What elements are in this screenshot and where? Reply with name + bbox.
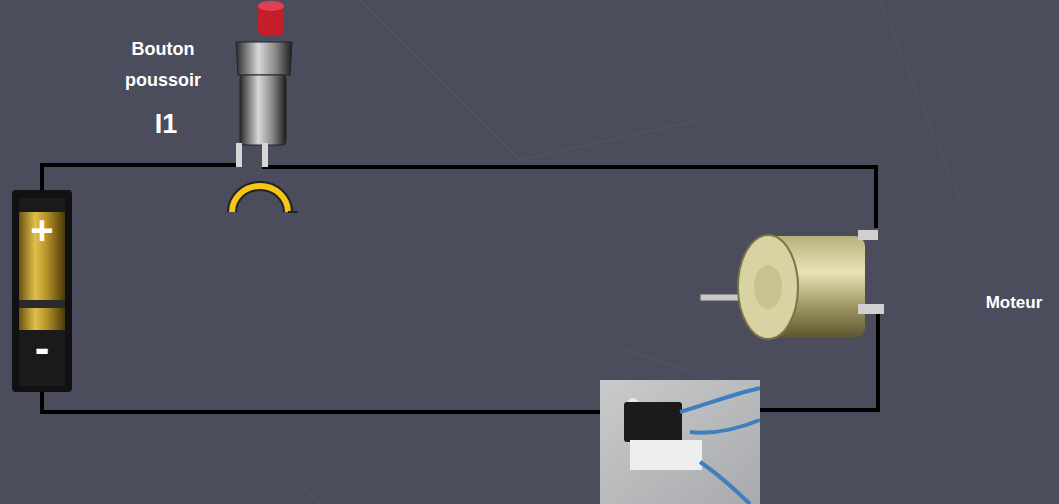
component-label: Moteur [966, 292, 1059, 314]
decor-line [0, 300, 320, 504]
battery-symbol [12, 190, 72, 392]
button-cap [258, 2, 284, 36]
wire [42, 392, 600, 412]
motor-node: Moteur [700, 228, 890, 338]
motor-symbol [700, 230, 884, 339]
arc-outline [232, 186, 288, 212]
button-pin [262, 143, 268, 167]
push-button-symbol [236, 1, 292, 167]
button-cap-top [258, 1, 284, 11]
button-pin [236, 143, 242, 167]
polarity-sign: - [12, 326, 72, 370]
microswitch-photo [600, 380, 760, 504]
switch-body [624, 402, 682, 442]
wires [42, 165, 878, 412]
motor-face [738, 235, 798, 339]
photo-background [600, 380, 760, 504]
wire-connector [42, 165, 228, 190]
button-body [240, 75, 286, 145]
decor-line [360, 0, 700, 160]
component-label: Bouton poussoir [108, 34, 218, 96]
motor-terminal [858, 230, 878, 240]
battery-band [19, 300, 65, 308]
motor-boss [754, 265, 782, 309]
polarity-sign: + [12, 208, 72, 252]
wire-connector [292, 167, 876, 228]
blue-wire [680, 388, 760, 412]
arc-tail [288, 211, 298, 213]
decor-line [880, 0, 1059, 260]
battery-frame [12, 190, 72, 392]
arc-fill [232, 186, 288, 212]
blue-wire [690, 420, 760, 433]
push-button-node: Bouton poussoirI1 [228, 0, 292, 170]
button-nut [236, 42, 292, 75]
battery-node: +- [12, 190, 72, 392]
component-id: I1 [144, 108, 188, 140]
switch-base [630, 440, 702, 470]
switch-arc-symbol [232, 186, 298, 212]
blue-wire [700, 462, 750, 504]
motor-terminal [858, 304, 884, 314]
